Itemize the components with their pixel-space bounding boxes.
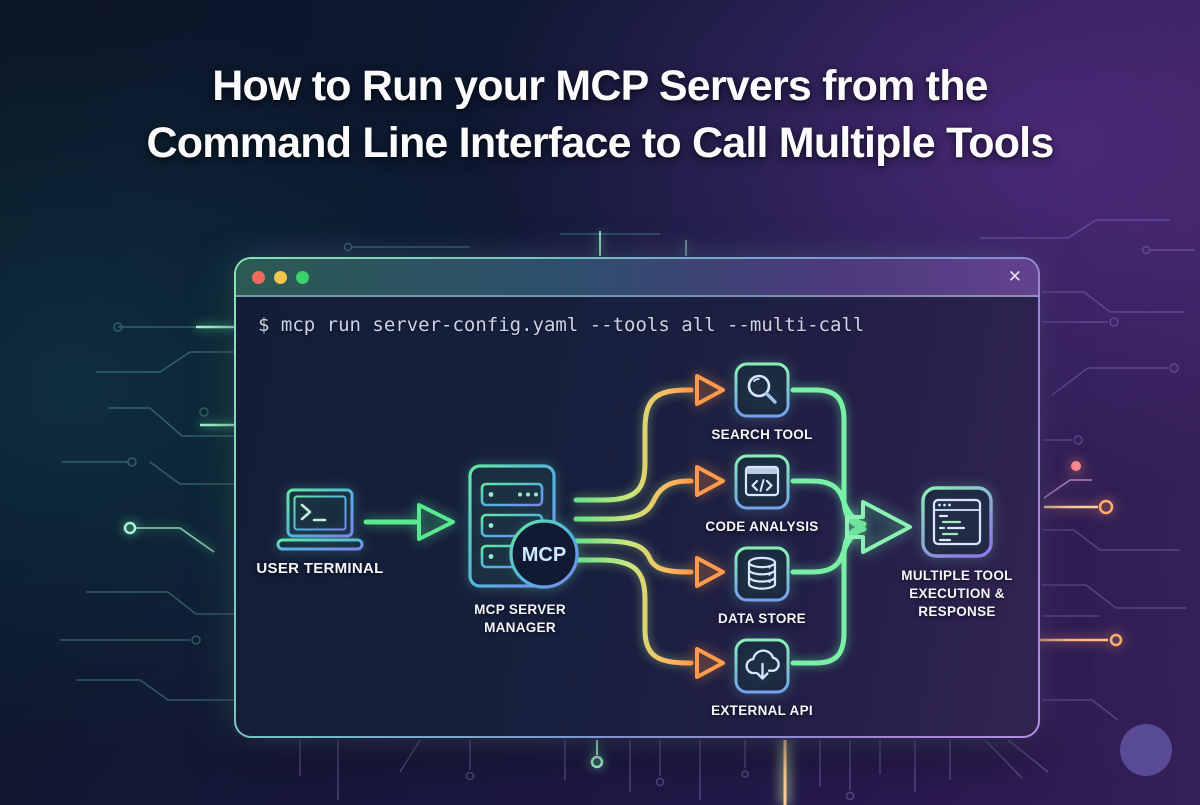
page-title-line2: Command Line Interface to Call Multiple …: [146, 118, 1055, 167]
close-icon[interactable]: ✕: [1007, 266, 1022, 287]
magnifier-icon: [734, 362, 790, 418]
database-icon: [734, 546, 790, 602]
terminal-output-icon: [921, 486, 993, 558]
window-traffic-lights: [252, 270, 309, 284]
circuit-pattern-right: [980, 219, 1195, 721]
user-terminal-node: USER TERMINAL: [256, 488, 383, 579]
mcp-server-manager-label: MCP SERVER MANAGER: [474, 602, 566, 635]
page-title: How to Run your MCP Servers from the Com…: [0, 58, 1200, 172]
circuit-glow-left: [123, 231, 687, 553]
circuit-glow-bottom: [590, 740, 787, 805]
mcp-badge: MCP: [509, 519, 579, 589]
data-store-label: DATA STORE: [717, 611, 806, 626]
close-traffic-light[interactable]: [252, 270, 265, 284]
terminal-titlebar: ✕: [236, 259, 1038, 297]
terminal-command-line[interactable]: $ mcp run server-config.yaml --tools all…: [258, 314, 865, 336]
cloud-download-icon: [734, 638, 790, 694]
external-api-node: EXTERNAL API: [697, 637, 827, 720]
user-terminal-label: USER TERMINAL: [256, 560, 384, 577]
search-tool-node: SEARCH TOOL: [697, 361, 827, 444]
server-stack-icon: MCP: [468, 464, 579, 589]
minimize-traffic-light[interactable]: [274, 270, 287, 284]
code-analysis-label: CODE ANALYSIS: [705, 519, 819, 534]
prompt-chevron-icon: [300, 503, 312, 521]
decor-purple-circle: [1120, 724, 1172, 776]
circuit-pattern-bottom: [299, 739, 1049, 801]
external-api-label: EXTERNAL API: [711, 703, 813, 718]
multiple-tool-execution-node: MULTIPLE TOOL EXECUTION & RESPONSE: [892, 484, 1022, 620]
mcp-badge-text: MCP: [522, 544, 566, 566]
page-title-line1: How to Run your MCP Servers from the: [212, 62, 988, 110]
multiple-tool-execution-label: MULTIPLE TOOL EXECUTION & RESPONSE: [901, 568, 1013, 619]
circuit-glow-right: [1032, 461, 1123, 647]
maximize-traffic-light[interactable]: [296, 270, 309, 284]
circuit-pattern-left: [60, 233, 660, 701]
terminal-laptop-icon: [276, 488, 364, 551]
search-tool-label: SEARCH TOOL: [711, 427, 813, 442]
mcp-server-manager-node: MCP MCP SERVER MANAGER: [460, 460, 580, 637]
code-window-icon: [734, 454, 790, 510]
code-analysis-node: CODE ANALYSIS: [697, 453, 827, 536]
data-store-node: DATA STORE: [697, 545, 827, 628]
